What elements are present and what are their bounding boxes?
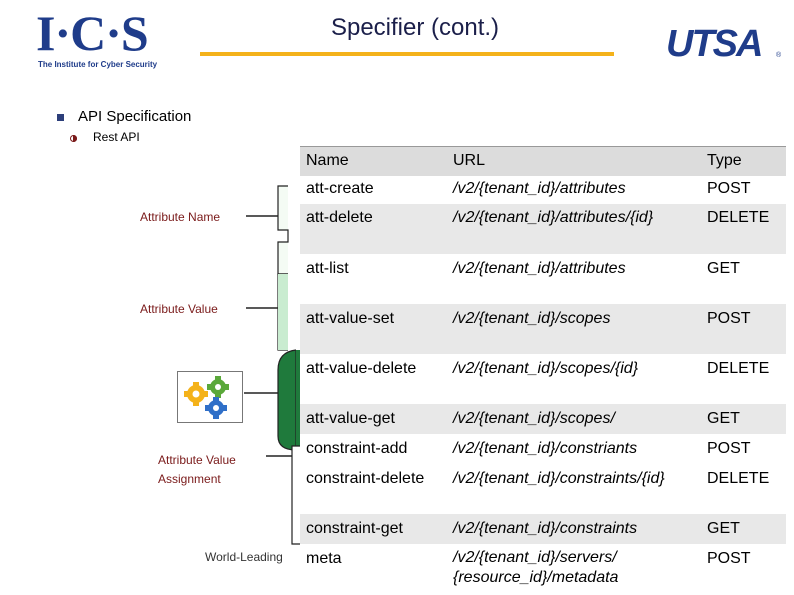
row-name: att-value-get bbox=[306, 410, 395, 427]
row-name: constraint-add bbox=[306, 440, 408, 457]
row-type: POST bbox=[707, 550, 751, 567]
row-type: DELETE bbox=[707, 360, 770, 377]
column-header-type: Type bbox=[707, 152, 742, 169]
table-row: constraint-add /v2/{tenant_id}/constrian… bbox=[300, 434, 786, 464]
footer-world-leading: World-Leading bbox=[205, 550, 283, 564]
row-url: /v2/{tenant_id}/constriants bbox=[453, 440, 638, 457]
ics-tagline: The Institute for Cyber Security bbox=[38, 60, 158, 69]
row-name: constraint-delete bbox=[306, 470, 425, 487]
row-name: att-list bbox=[306, 260, 349, 277]
row-url-line1: /v2/{tenant_id}/servers/ bbox=[453, 549, 617, 566]
row-url: /v2/{tenant_id}/scopes/ bbox=[453, 410, 615, 427]
row-url: /v2/{tenant_id}/constraints/{id} bbox=[453, 470, 665, 487]
attribute-name-label: Attribute Name bbox=[140, 210, 221, 224]
row-url: /v2/{tenant_id}/scopes/{id} bbox=[453, 360, 639, 377]
row-url: /v2/{tenant_id}/attributes bbox=[453, 180, 626, 197]
row-name: att-value-set bbox=[306, 310, 395, 327]
row-type: GET bbox=[707, 410, 740, 427]
attribute-assignment-label: Attribute Value Assignment bbox=[158, 451, 236, 489]
utsa-logo: UTSA bbox=[666, 23, 763, 65]
attribute-name-brace bbox=[277, 185, 289, 275]
table-row: att-value-set /v2/{tenant_id}/scopes POS… bbox=[300, 304, 786, 354]
row-type: DELETE bbox=[707, 209, 770, 226]
ics-logo: I·C·S The Institute for Cyber Security bbox=[36, 5, 158, 74]
row-name: constraint-get bbox=[306, 520, 403, 537]
table-row: constraint-delete /v2/{tenant_id}/constr… bbox=[300, 464, 786, 514]
assignment-label-line2: Assignment bbox=[158, 472, 221, 486]
table-row: meta /v2/{tenant_id}/servers/ {resource_… bbox=[300, 544, 786, 594]
utsa-registered-mark: ® bbox=[776, 52, 782, 59]
table-row: att-value-get /v2/{tenant_id}/scopes/ GE… bbox=[300, 404, 786, 434]
constraint-brace bbox=[291, 445, 302, 545]
row-url: /v2/{tenant_id}/attributes bbox=[453, 260, 626, 277]
row-name: att-create bbox=[306, 180, 374, 197]
ics-logo-text: I·C·S bbox=[36, 5, 149, 61]
column-header-url: URL bbox=[453, 152, 486, 169]
square-bullet-icon bbox=[57, 114, 64, 121]
attribute-value-label: Attribute Value bbox=[140, 302, 218, 316]
row-name: att-delete bbox=[306, 209, 373, 226]
attribute-assignment-brace bbox=[277, 349, 297, 451]
row-type: DELETE bbox=[707, 470, 770, 487]
gears-icon bbox=[177, 371, 243, 423]
row-url: /v2/{tenant_id}/constraints bbox=[453, 520, 638, 537]
attribute-value-fill bbox=[278, 274, 288, 350]
row-url-line2: {resource_id}/metadata bbox=[453, 569, 619, 586]
table-row: att-create /v2/{tenant_id}/attributes PO… bbox=[300, 176, 786, 204]
table-row: constraint-get /v2/{tenant_id}/constrain… bbox=[300, 514, 786, 544]
grouping-brackets bbox=[244, 185, 302, 545]
round-bullet-icon bbox=[70, 135, 77, 142]
bullet-rest-api: Rest API bbox=[93, 130, 140, 144]
row-url: /v2/{tenant_id}/attributes/{id} bbox=[453, 209, 654, 226]
table-row: att-value-delete /v2/{tenant_id}/scopes/… bbox=[300, 354, 786, 404]
column-header-name: Name bbox=[306, 152, 349, 169]
row-type: POST bbox=[707, 440, 751, 457]
slide-title: Specifier (cont.) bbox=[330, 14, 500, 41]
row-type: GET bbox=[707, 520, 740, 537]
row-type: POST bbox=[707, 180, 751, 197]
table-header-row: Name URL Type bbox=[300, 146, 786, 177]
row-url: /v2/{tenant_id}/scopes bbox=[453, 310, 611, 327]
row-type: GET bbox=[707, 260, 740, 277]
row-url: /v2/{tenant_id}/servers/ {resource_id}/m… bbox=[453, 548, 673, 588]
row-type: POST bbox=[707, 310, 751, 327]
table-row: att-list /v2/{tenant_id}/attributes GET bbox=[300, 254, 786, 304]
assignment-label-line1: Attribute Value bbox=[158, 453, 236, 467]
bullet-api-specification: API Specification bbox=[78, 108, 192, 125]
table-row: att-delete /v2/{tenant_id}/attributes/{i… bbox=[300, 204, 786, 254]
row-name: att-value-delete bbox=[306, 360, 417, 377]
row-name: meta bbox=[306, 550, 342, 567]
title-underline bbox=[200, 52, 614, 56]
